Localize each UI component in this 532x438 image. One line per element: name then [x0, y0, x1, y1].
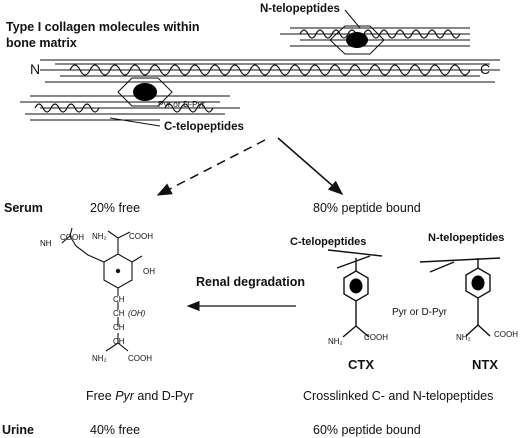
n-terminus-label: N — [30, 61, 41, 77]
ctx-structure — [327, 249, 383, 338]
ctx-label: CTX — [348, 357, 374, 372]
ntx-label: NTX — [472, 357, 498, 372]
c-telopeptides-label: C-telopeptides — [290, 236, 367, 248]
urine-bound: 60% peptide bound — [313, 423, 421, 437]
ntx-structure — [419, 257, 501, 337]
chem-ch2-a: CH — [113, 295, 125, 304]
n-telopeptides-label: N-telopeptides — [428, 232, 505, 244]
c-telopeptides-top-label: C-telopeptides — [164, 121, 244, 133]
chem-ch2-c: CH — [113, 337, 125, 346]
chem-ch2-b: CH — [113, 323, 125, 332]
serum-free: 20% free — [90, 201, 141, 215]
chem-oh-italic: (OH) — [128, 309, 146, 318]
chem-nh2-top: NH₂ — [92, 232, 107, 241]
chem-cooh-top: COOH — [129, 232, 153, 241]
chem-ch-oh: CH — [113, 309, 125, 318]
renal-degradation-label: Renal degradation — [196, 275, 306, 289]
diagram-title-line2: bone matrix — [6, 36, 77, 50]
urine-label: Urine — [2, 423, 34, 437]
ctx-cooh: COOH — [364, 333, 388, 342]
urine-free: 40% free — [90, 423, 141, 437]
collagen-molecules — [20, 27, 500, 121]
chem-nh-left: NH — [40, 239, 52, 248]
chem-cooh-bottom: COOH — [128, 354, 152, 363]
ntx-cooh: COOH — [494, 330, 518, 339]
serum-bound: 80% peptide bound — [313, 201, 421, 215]
serum-label: Serum — [4, 201, 43, 215]
chem-nh2-bottom: NH₂ — [92, 354, 107, 363]
collagen-helix-coils — [34, 29, 471, 113]
chem-oh: OH — [143, 267, 155, 276]
chem-cooh-left: COOH — [60, 233, 84, 242]
dashed-arrow-to-free — [156, 139, 266, 196]
free-pyr-caption: Free Pyr and D-Pyr — [86, 389, 194, 403]
pyr-dpyr-label: Pyr or D-Pyr — [392, 307, 447, 318]
fibril-crosslink-bottom — [117, 77, 173, 107]
c-terminus-label: C — [480, 61, 491, 77]
crosslink-label: Pyr or D-Pyr — [158, 99, 205, 109]
diagram-title-line1: Type I collagen molecules within — [6, 20, 200, 34]
arrow-to-bound — [277, 137, 344, 195]
n-telopeptides-top-label: N-telopeptides — [260, 3, 340, 15]
ntx-nh2: NH₂ — [456, 333, 471, 342]
ctx-nh2: NH₂ — [328, 337, 343, 346]
fibril-crosslink-top — [329, 9, 385, 55]
free-pyridinoline-structure — [61, 227, 143, 352]
crosslinked-caption: Crosslinked C- and N-telopeptides — [303, 389, 494, 403]
